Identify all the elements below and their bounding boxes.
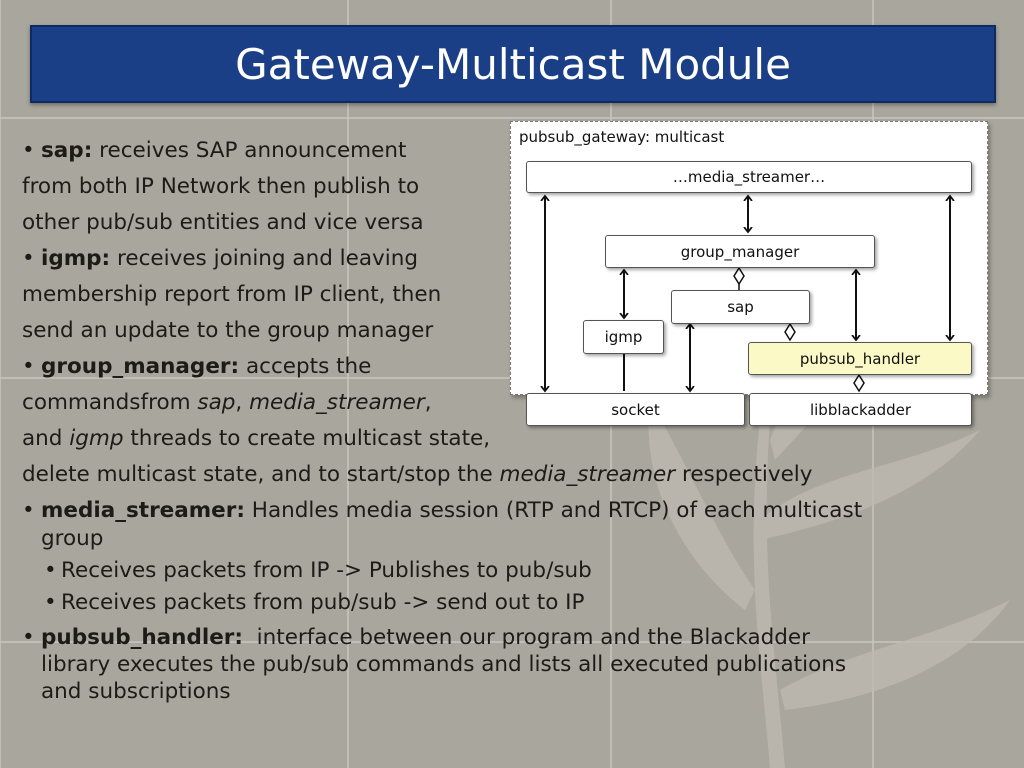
term-sap: sap: [41, 138, 93, 163]
node-socket: socket [526, 393, 745, 426]
sap-line-1: receives SAP announcement [92, 138, 407, 163]
group-manager-line-4: delete multicast state, and to start/sto… [22, 462, 813, 487]
bullet-marker: • [44, 590, 57, 615]
pubsub-handler-line-3: and subscriptions [41, 679, 231, 704]
node-sap: sap [671, 290, 810, 324]
bullet-sap: • sap: receives SAP announcement [22, 138, 406, 163]
text-span: and [22, 426, 70, 451]
igmp-line-2: membership report from IP client, then [22, 282, 442, 307]
term-group-manager: group_manager: [41, 354, 240, 379]
text-span-italic: igmp [69, 426, 124, 451]
slide-title: Gateway-Multicast Module [235, 39, 791, 89]
text-span: , [424, 390, 432, 415]
sap-line-3: other pub/sub entities and vice versa [22, 210, 424, 235]
sub-bullet-2: • Receives packets from pub/sub -> send … [22, 590, 585, 615]
sap-line-2: from both IP Network then publish to [22, 174, 420, 199]
bullet-group-manager: • group_manager: accepts the [22, 354, 371, 379]
node-igmp: igmp [583, 320, 664, 354]
text-span: delete multicast state, and to start/sto… [22, 462, 500, 487]
pubsub-handler-line-2: library executes the pub/sub commands an… [41, 652, 847, 677]
bullet-marker: • [22, 246, 35, 271]
text-span: commandsfrom [22, 390, 198, 415]
text-span-italic: sap [197, 390, 236, 415]
text-span-italic: media_streamer [249, 390, 425, 415]
media-streamer-sub-2: Receives packets from pub/sub -> send ou… [61, 590, 585, 615]
media-streamer-sub-1: Receives packets from IP -> Publishes to… [61, 558, 592, 583]
group-manager-line-1: accepts the [239, 354, 372, 379]
pubsub-handler-line-1: interface between our program and the Bl… [243, 625, 810, 650]
group-manager-line-2: commandsfrom sap, media_streamer, [22, 390, 432, 415]
term-pubsub-handler: pubsub_handler: [41, 625, 243, 650]
diagram-label: pubsub_gateway: multicast [519, 128, 725, 146]
term-media-streamer: media_streamer: [41, 498, 245, 523]
node-media-streamer: …media_streamer… [526, 161, 972, 193]
bullet-marker: • [22, 354, 35, 379]
text-span: threads to create multicast state, [123, 426, 491, 451]
bullet-igmp: • igmp: receives joining and leaving [22, 246, 418, 271]
node-libblackadder: libblackadder [749, 393, 972, 426]
bullet-marker: • [44, 558, 57, 583]
node-group-manager: group_manager [605, 235, 875, 268]
text-span: respectively [675, 462, 813, 487]
bullet-marker: • [22, 625, 35, 650]
media-streamer-line-2: group [41, 526, 104, 551]
igmp-line-1: receives joining and leaving [110, 246, 419, 271]
text-span: , [235, 390, 250, 415]
sub-bullet-1: • Receives packets from IP -> Publishes … [22, 558, 592, 583]
node-pubsub-handler: pubsub_handler [748, 342, 972, 375]
group-manager-line-3: and igmp threads to create multicast sta… [22, 426, 490, 451]
bullet-marker: • [22, 138, 35, 163]
bullet-marker: • [22, 498, 35, 523]
media-streamer-line-1: Handles media session (RTP and RTCP) of … [244, 498, 863, 523]
igmp-line-3: send an update to the group manager [22, 318, 434, 343]
title-bar: Gateway-Multicast Module [30, 25, 996, 103]
bullet-pubsub-handler: • pubsub_handler: interface between our … [22, 625, 810, 650]
bullet-media-streamer: • media_streamer: Handles media session … [22, 498, 862, 523]
text-span-italic: media_streamer [499, 462, 676, 487]
term-igmp: igmp: [41, 246, 111, 271]
